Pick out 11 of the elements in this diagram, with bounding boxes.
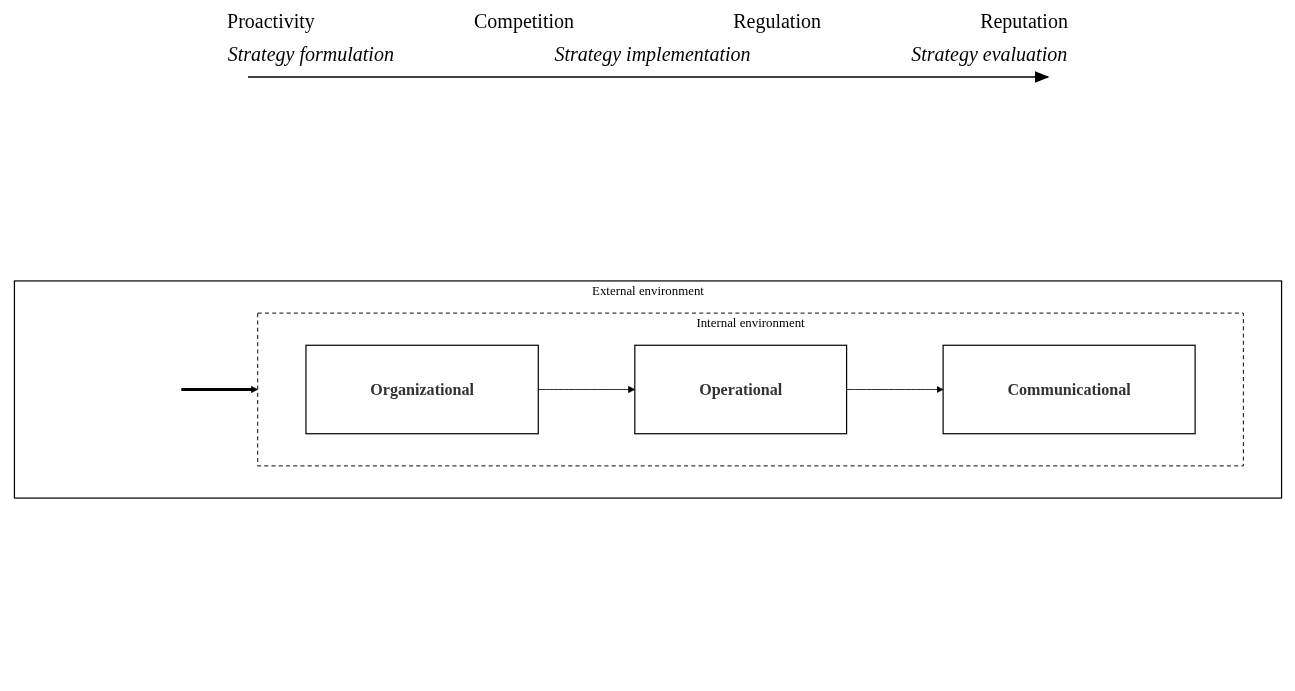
node-box: Organizational <box>304 344 539 435</box>
node-box: Communicational <box>942 344 1196 435</box>
stage-label: Strategy implementation <box>554 43 751 66</box>
stage-label: Strategy formulation <box>227 43 394 66</box>
node-box: Operational <box>633 344 847 435</box>
factor-label: Competition <box>474 10 574 33</box>
arrow <box>180 385 258 394</box>
factor-label: Regulation <box>733 10 821 33</box>
stage-label: Strategy evaluation <box>911 43 1068 66</box>
factor-label: Proactivity <box>227 10 315 33</box>
factor-label: Reputation <box>980 10 1068 33</box>
